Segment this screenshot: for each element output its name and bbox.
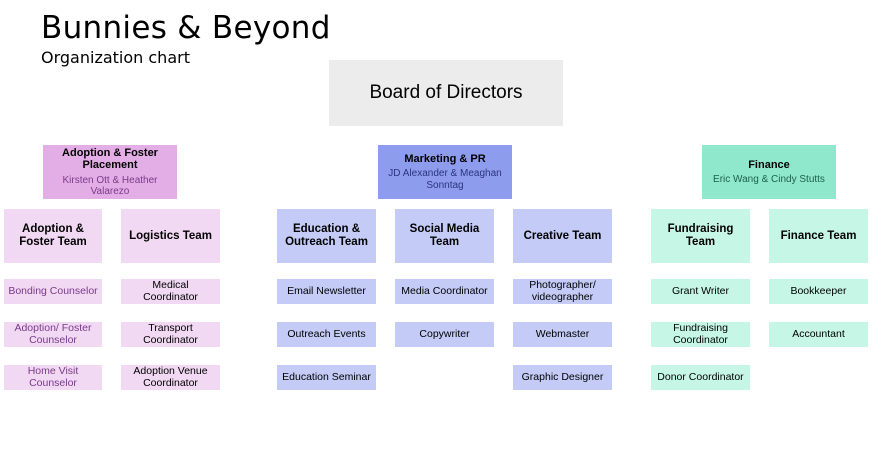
role-box: Donor Coordinator — [651, 365, 750, 390]
team-label: Education & Outreach Team — [285, 223, 368, 248]
team-label: Finance Team — [780, 229, 857, 242]
role-box: Media Coordinator — [395, 279, 494, 304]
team-label: Social Media Team — [409, 223, 480, 248]
role-box: Fundraising Coordinator — [651, 322, 750, 347]
role-label: Accountant — [792, 327, 845, 340]
team-finance: Finance Team — [769, 209, 868, 263]
role-label: Copywriter — [419, 327, 470, 340]
team-logistics: Logistics Team — [121, 209, 220, 263]
role-label: Medical Coordinator — [143, 278, 198, 303]
role-label: Photographer/ videographer — [529, 278, 596, 303]
role-box: Transport Coordinator — [121, 322, 220, 347]
team-label: Logistics Team — [129, 229, 212, 242]
role-label: Bookkeeper — [790, 284, 847, 297]
role-label: Outreach Events — [287, 327, 366, 340]
role-label: Webmaster — [535, 327, 590, 340]
team-label: Adoption & Foster Team — [19, 223, 87, 248]
role-box: Adoption/ Foster Counselor — [4, 322, 102, 347]
board-of-directors-box: Board of Directors — [329, 60, 563, 126]
role-label: Education Seminar — [282, 370, 371, 383]
role-label: Adoption/ Foster Counselor — [14, 321, 92, 346]
role-label: Fundraising Coordinator — [673, 321, 728, 346]
role-label: Home Visit Counselor — [27, 364, 79, 389]
role-box: Graphic Designer — [513, 365, 612, 390]
department-leads: Kirsten Ott & Heather Valarezo — [62, 174, 158, 197]
role-box: Photographer/ videographer — [513, 279, 612, 304]
role-box: Grant Writer — [651, 279, 750, 304]
role-box: Accountant — [769, 322, 868, 347]
role-label: Bonding Counselor — [8, 284, 98, 297]
role-label: Donor Coordinator — [657, 370, 744, 383]
department-leads: Eric Wang & Cindy Stutts — [713, 174, 825, 186]
department-leads: JD Alexander & Meaghan Sonntag — [388, 168, 502, 191]
role-label: Email Newsletter — [287, 284, 366, 297]
department-finance: Finance Eric Wang & Cindy Stutts — [702, 145, 836, 199]
chart-subtitle: Organization chart — [41, 48, 190, 67]
team-adoption-foster: Adoption & Foster Team — [4, 209, 102, 263]
role-label: Graphic Designer — [521, 370, 604, 383]
team-label: Creative Team — [523, 229, 602, 242]
board-label: Board of Directors — [369, 82, 523, 104]
department-title: Adoption & Foster Placement — [62, 147, 158, 172]
role-box: Webmaster — [513, 322, 612, 347]
role-box: Home Visit Counselor — [4, 365, 102, 390]
role-box: Copywriter — [395, 322, 494, 347]
role-box: Bookkeeper — [769, 279, 868, 304]
department-adoption-foster-placement: Adoption & Foster Placement Kirsten Ott … — [43, 145, 177, 199]
role-box: Bonding Counselor — [4, 279, 102, 304]
role-label: Media Coordinator — [401, 284, 488, 297]
team-creative: Creative Team — [513, 209, 612, 263]
department-title: Marketing & PR — [404, 153, 486, 166]
department-title: Finance — [748, 158, 790, 171]
chart-title: Bunnies & Beyond — [41, 10, 331, 46]
department-marketing-pr: Marketing & PR JD Alexander & Meaghan So… — [378, 145, 512, 199]
role-box: Medical Coordinator — [121, 279, 220, 304]
role-box: Outreach Events — [277, 322, 376, 347]
role-label: Grant Writer — [672, 284, 729, 297]
role-box: Adoption Venue Coordinator — [121, 365, 220, 390]
role-box: Education Seminar — [277, 365, 376, 390]
role-label: Transport Coordinator — [143, 321, 198, 346]
team-fundraising: Fundraising Team — [651, 209, 750, 263]
team-label: Fundraising Team — [667, 223, 734, 248]
role-box: Email Newsletter — [277, 279, 376, 304]
team-education-outreach: Education & Outreach Team — [277, 209, 376, 263]
team-social-media: Social Media Team — [395, 209, 494, 263]
role-label: Adoption Venue Coordinator — [133, 364, 208, 389]
